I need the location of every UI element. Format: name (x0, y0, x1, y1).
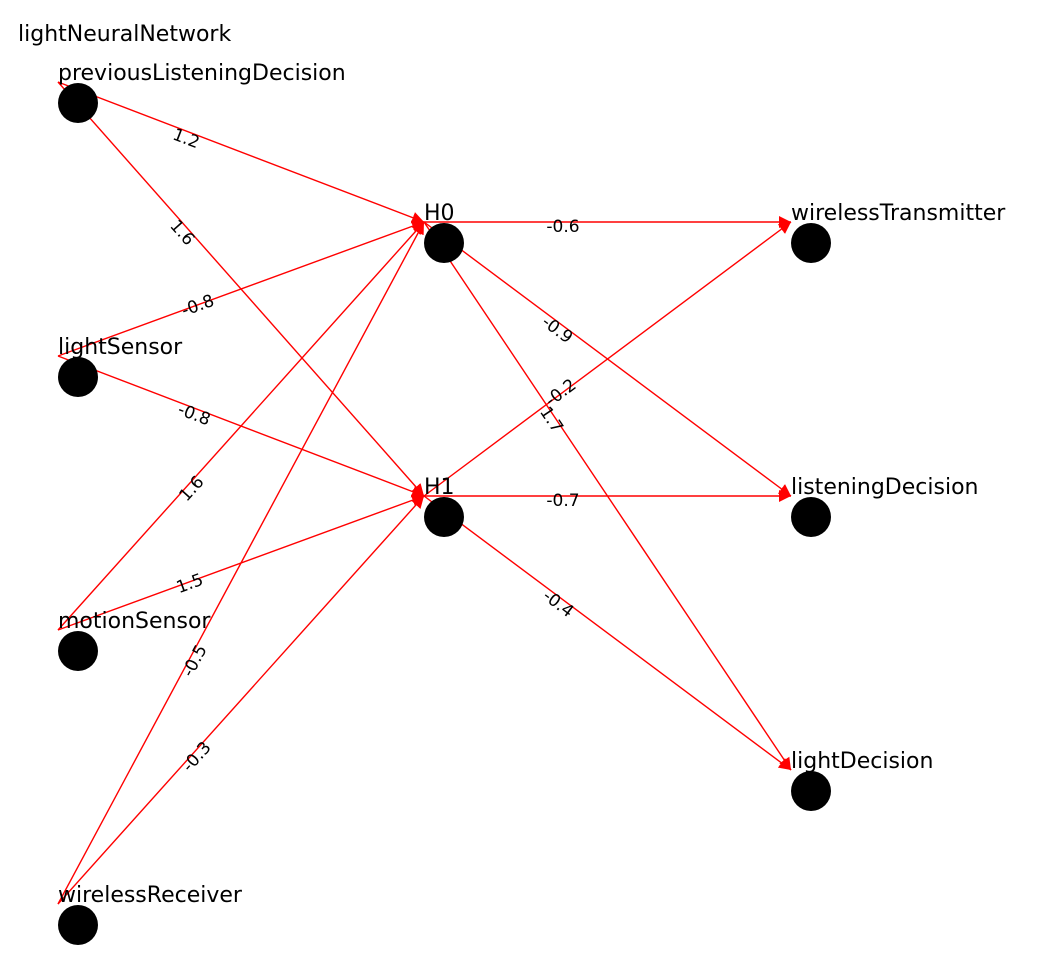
node-label-listeningDecision: listeningDecision (791, 475, 978, 500)
edge-H1-to-lightDecision (423, 495, 792, 771)
node-label-lightSensor: lightSensor (58, 335, 183, 360)
weight-label-lightSensor-to-H0: -0.8 (179, 291, 217, 321)
node-dot-H0[interactable] (424, 223, 464, 263)
node-label-motionSensor: motionSensor (58, 609, 211, 634)
weight-label-H0-to-listeningDecision: -0.9 (538, 312, 577, 348)
node-wirelessTransmitter[interactable]: wirelessTransmitter (791, 201, 1006, 263)
weight-label-H0-to-wirelessTransmitter: -0.6 (546, 217, 579, 237)
node-dot-lightSensor[interactable] (58, 357, 98, 397)
weight-label-lightSensor-to-H1: -0.8 (175, 400, 213, 431)
node-label-lightDecision: lightDecision (791, 749, 933, 774)
node-dot-previousListeningDecision[interactable] (58, 83, 98, 123)
node-dot-lightDecision[interactable] (791, 771, 831, 811)
diagram-title: lightNeuralNetwork (18, 22, 231, 47)
node-label-wirelessReceiver: wirelessReceiver (58, 883, 243, 908)
edge-wirelessReceiver-to-H0 (57, 221, 425, 905)
weight-label-H1-to-lightDecision: -0.4 (539, 586, 578, 622)
weight-label-previousListeningDecision-to-H1: 1.6 (166, 216, 199, 250)
node-label-H1: H1 (424, 475, 455, 500)
node-label-wirelessTransmitter: wirelessTransmitter (791, 201, 1006, 226)
nodes-layer: previousListeningDecision lightSensor moti… (58, 61, 1006, 945)
weight-label-motionSensor-to-H0: 1.6 (176, 472, 209, 505)
node-H0[interactable]: H0 (424, 201, 464, 263)
weight-label-motionSensor-to-H1: 1.5 (174, 570, 206, 598)
weight-label-previousListeningDecision-to-H0: 1.2 (170, 125, 202, 153)
edge-previousListeningDecision-to-H0 (57, 81, 425, 224)
node-dot-H1[interactable] (424, 497, 464, 537)
node-lightSensor[interactable]: lightSensor (58, 335, 183, 397)
weight-label-wirelessReceiver-to-H1: -0.3 (178, 738, 215, 776)
edge-wirelessReceiver-to-H1 (57, 495, 425, 905)
node-H1[interactable]: H1 (424, 475, 464, 537)
edge-motionSensor-to-H0 (57, 221, 425, 631)
node-lightDecision[interactable]: lightDecision (791, 749, 933, 811)
edge-H1-to-wirelessTransmitter (423, 221, 792, 497)
weight-label-H1-to-listeningDecision: -0.7 (546, 491, 579, 511)
node-previousListeningDecision[interactable]: previousListeningDecision (58, 61, 346, 123)
weight-label-wirelessReceiver-to-H0: -0.5 (178, 642, 211, 681)
node-wirelessReceiver[interactable]: wirelessReceiver (58, 883, 243, 945)
edges-layer (57, 81, 792, 905)
node-dot-motionSensor[interactable] (58, 631, 98, 671)
node-motionSensor[interactable]: motionSensor (58, 609, 211, 671)
node-dot-wirelessTransmitter[interactable] (791, 223, 831, 263)
node-label-previousListeningDecision: previousListeningDecision (58, 61, 346, 86)
edge-lightSensor-to-H0 (57, 220, 425, 357)
node-dot-wirelessReceiver[interactable] (58, 905, 98, 945)
node-listeningDecision[interactable]: listeningDecision (791, 475, 978, 537)
node-label-H0: H0 (424, 201, 455, 226)
node-dot-listeningDecision[interactable] (791, 497, 831, 537)
